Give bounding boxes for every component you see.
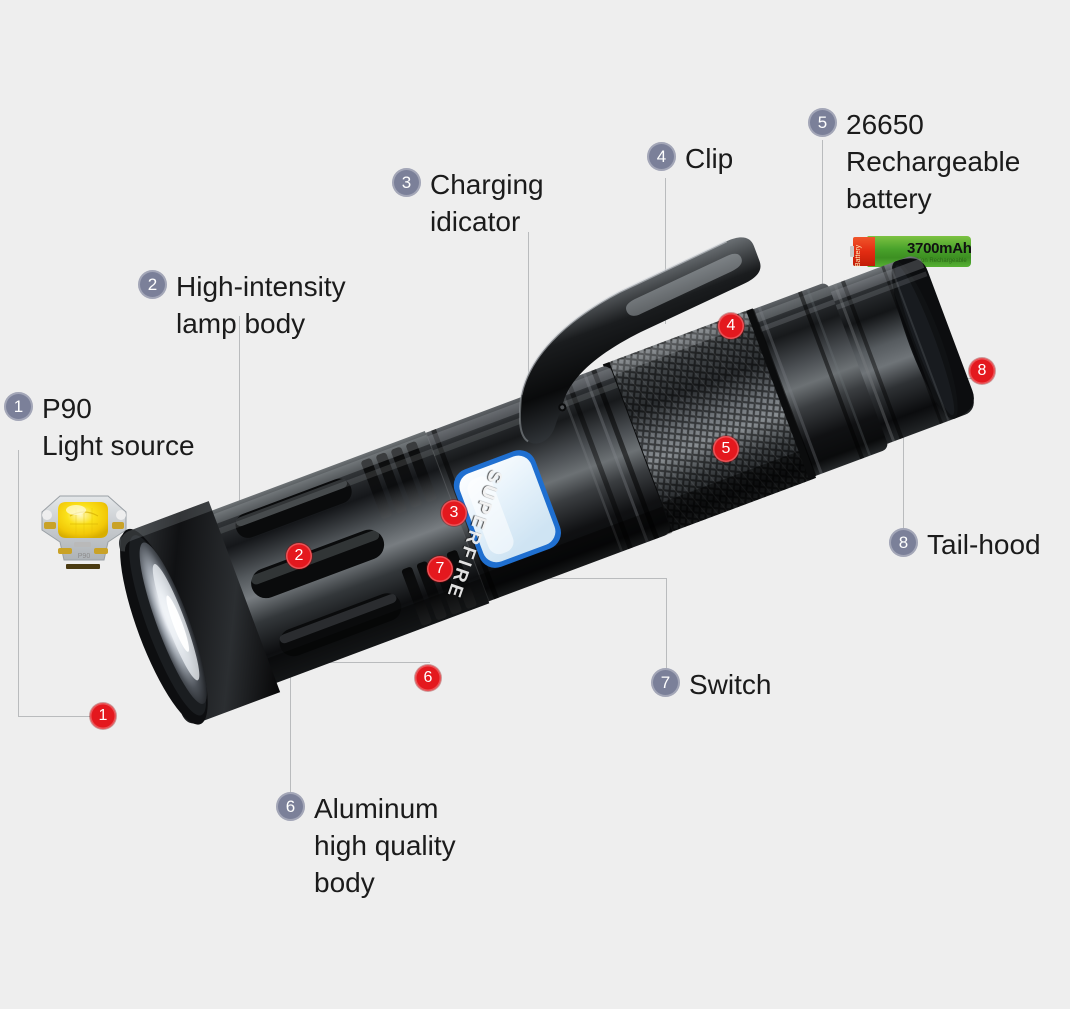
battery-tube-smooth — [748, 283, 888, 478]
led-emitter-image: P90 — [30, 478, 138, 573]
battery-terminal-nub — [850, 246, 854, 257]
leader-line-7-elbow — [440, 578, 666, 579]
callout-label-4: Clip — [685, 143, 734, 174]
callout-label-3: Charging idicator — [430, 169, 544, 238]
product-marker-1[interactable]: 1 — [90, 703, 116, 729]
battery-image: 3700mAh Li-ion Rechargeable Battery — [850, 234, 971, 270]
leader-line-7 — [666, 578, 667, 684]
battery-positive-cap: Battery — [850, 237, 875, 267]
callout-1[interactable]: 1 P90 Light source — [4, 392, 195, 464]
product-marker-4[interactable]: 4 — [718, 313, 744, 339]
svg-text:P90: P90 — [78, 553, 91, 560]
callout-badge-5: 5 — [808, 108, 837, 137]
callout-label-7: Switch — [689, 669, 772, 700]
callout-badge-7: 7 — [651, 668, 680, 697]
head-grip-slots — [235, 478, 402, 657]
battery-side-text: Battery — [855, 244, 862, 267]
callout-label-6: Aluminum high quality body — [314, 793, 456, 899]
callout-label-8: Tail-hood — [927, 529, 1041, 560]
product-marker-7[interactable]: 7 — [427, 556, 453, 582]
brand-logo-text: SUPERFIRE — [441, 467, 506, 603]
leader-line-6 — [290, 662, 291, 810]
callout-7[interactable]: 7 Switch — [651, 668, 771, 703]
callout-label-5: 26650 Rechargeable battery — [846, 109, 1021, 215]
callout-8[interactable]: 8 Tail-hood — [889, 528, 1041, 563]
battery-body: 3700mAh Li-ion Rechargeable — [867, 236, 971, 267]
callout-badge-3: 3 — [392, 168, 421, 197]
leader-line-2 — [239, 316, 240, 556]
product-marker-2[interactable]: 2 — [286, 543, 312, 569]
callout-3[interactable]: 3 Charging idicator — [392, 168, 544, 240]
product-marker-5[interactable]: 5 — [713, 436, 739, 462]
tail-hood-part — [819, 256, 974, 446]
callout-6[interactable]: 6 Aluminum high quality body — [276, 792, 456, 902]
product-marker-3[interactable]: 3 — [441, 500, 467, 526]
callout-badge-2: 2 — [138, 270, 167, 299]
leader-line-1 — [18, 450, 19, 716]
leader-line-4 — [665, 178, 666, 324]
leader-line-1-elbow — [18, 716, 93, 717]
callout-5[interactable]: 5 26650 Rechargeable battery — [808, 108, 1020, 218]
leader-line-8 — [903, 378, 904, 544]
callout-badge-1: 1 — [4, 392, 33, 421]
callout-label-2: High-intensity lamp body — [176, 271, 346, 340]
callout-badge-6: 6 — [276, 792, 305, 821]
callout-2[interactable]: 2 High-intensity lamp body — [138, 270, 346, 342]
product-marker-8[interactable]: 8 — [969, 358, 995, 384]
battery-capacity-label: 3700mAh — [907, 240, 971, 257]
callout-badge-8: 8 — [889, 528, 918, 557]
leader-line-3 — [528, 232, 529, 484]
knurled-grip-section — [602, 308, 817, 534]
product-marker-6[interactable]: 6 — [415, 665, 441, 691]
callout-badge-4: 4 — [647, 142, 676, 171]
callout-4[interactable]: 4 Clip — [647, 142, 733, 177]
callout-label-1: P90 Light source — [42, 393, 195, 462]
pocket-clip — [518, 237, 761, 444]
battery-sub-label: Li-ion Rechargeable — [913, 258, 967, 264]
leader-line-6-elbow — [290, 662, 430, 663]
